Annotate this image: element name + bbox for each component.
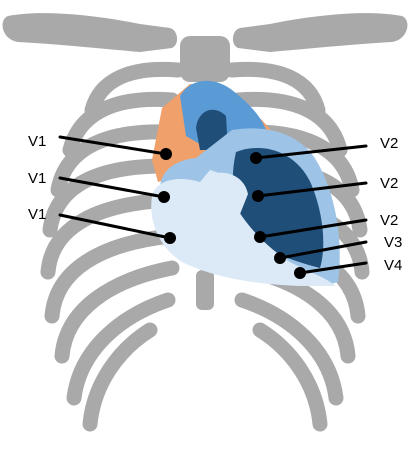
label-v2-bottom: V2 <box>380 213 398 229</box>
dot-v1-3 <box>164 232 176 244</box>
dot-v1-1 <box>160 148 172 160</box>
label-v4: V4 <box>384 258 402 274</box>
label-v3: V3 <box>384 235 402 251</box>
dot-v2-3 <box>254 231 266 243</box>
dot-v2-1 <box>250 152 262 164</box>
left-clavicle <box>3 13 178 52</box>
dot-v4 <box>294 267 306 279</box>
left-ribs <box>48 69 178 424</box>
label-v1-bottom: V1 <box>28 207 46 223</box>
label-v2-top: V2 <box>380 136 398 152</box>
manubrium <box>180 36 230 82</box>
label-v1-middle: V1 <box>28 171 46 187</box>
label-v2-middle: V2 <box>380 176 398 192</box>
dot-v2-2 <box>252 190 264 202</box>
dot-v1-2 <box>158 191 170 203</box>
label-v1-top: V1 <box>28 134 46 150</box>
dot-v3 <box>274 252 286 264</box>
right-clavicle <box>233 13 408 52</box>
xiphoid <box>196 270 214 310</box>
